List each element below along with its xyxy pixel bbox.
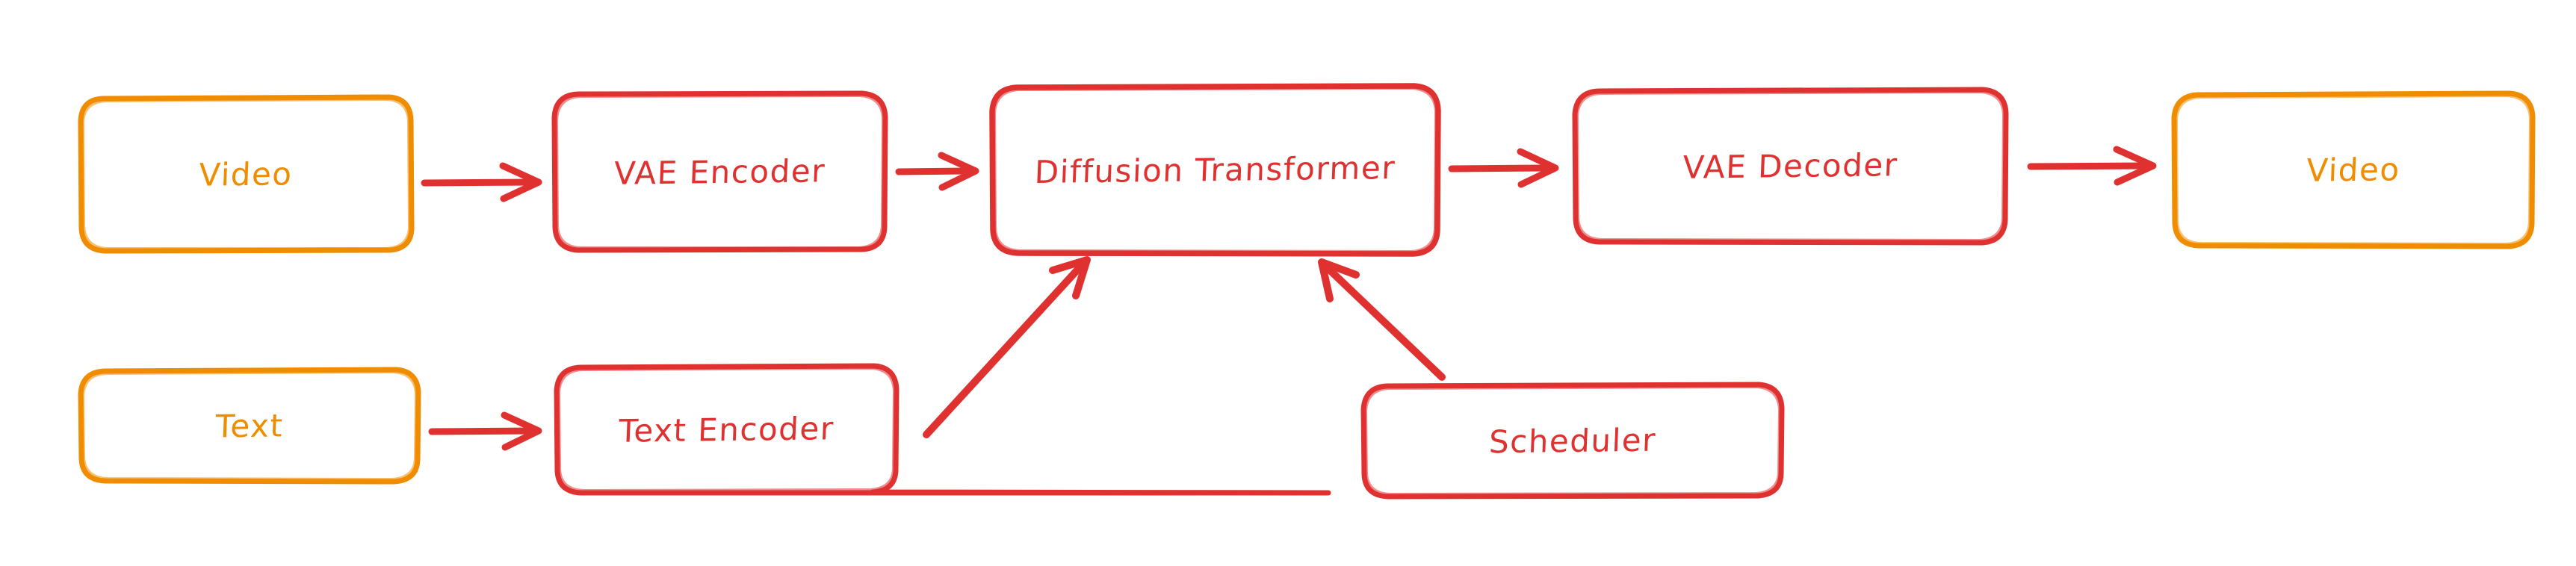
node-diffusion-transformer[interactable] [989, 83, 1441, 257]
edge-scheduler-to-diffusion-transformer [1318, 258, 1446, 381]
node-video-out-outline-2 [2175, 94, 2532, 246]
edge-line [1448, 164, 1552, 172]
node-diffusion-transformer-outline-2 [993, 87, 1437, 253]
node-video-in-outline [78, 94, 415, 254]
node-vae-decoder-outline-2 [1576, 90, 2005, 242]
node-vae-decoder-outline [1572, 87, 2009, 246]
edge-line [923, 261, 1086, 438]
node-video-in[interactable] [78, 94, 415, 254]
edge-video-to-vae-encoder [421, 162, 542, 202]
node-scheduler[interactable] [1360, 382, 1785, 500]
node-text-encoder-outline-2 [557, 367, 896, 492]
node-text-in-outline-2 [81, 370, 418, 481]
node-video-out-outline [2171, 90, 2536, 249]
edge-line [895, 167, 973, 175]
node-scheduler-outline-2 [1364, 385, 1781, 496]
node-video-out[interactable] [2171, 90, 2536, 249]
edge-line [421, 178, 536, 187]
edge-line [2027, 162, 2149, 170]
edge-vae-encoder-to-diffusion-transformer [895, 152, 979, 191]
arrowhead-icon [2113, 146, 2157, 186]
arrowhead-icon [499, 162, 542, 202]
edge-vae-decoder-to-video-out [2027, 146, 2157, 186]
arrowhead-icon [1318, 258, 1360, 302]
node-text-encoder-outline [554, 363, 1331, 496]
node-vae-encoder-outline-2 [555, 94, 885, 249]
node-text-in[interactable] [78, 367, 421, 485]
node-text-in-outline [78, 367, 421, 485]
edge-diffusion-transformer-to-vae-decoder [1448, 148, 1559, 188]
node-diffusion-transformer-outline [989, 83, 1441, 257]
arrowhead-icon [501, 411, 542, 451]
arrowhead-icon [938, 152, 979, 191]
node-vae-decoder[interactable] [1572, 87, 2009, 246]
edge-text-encoder-to-diffusion-transformer [923, 256, 1091, 438]
node-video-in-outline-2 [81, 98, 411, 250]
node-text-encoder[interactable] [554, 363, 1331, 496]
edge-line [1322, 263, 1446, 381]
node-vae-encoder-outline [551, 90, 888, 253]
arrowhead-icon [1049, 256, 1091, 299]
node-scheduler-outline [1360, 382, 1785, 500]
edge-text-to-text-encoder [428, 411, 542, 451]
node-vae-encoder[interactable] [551, 90, 888, 253]
edge-line [428, 427, 536, 435]
arrowhead-icon [1517, 148, 1559, 188]
